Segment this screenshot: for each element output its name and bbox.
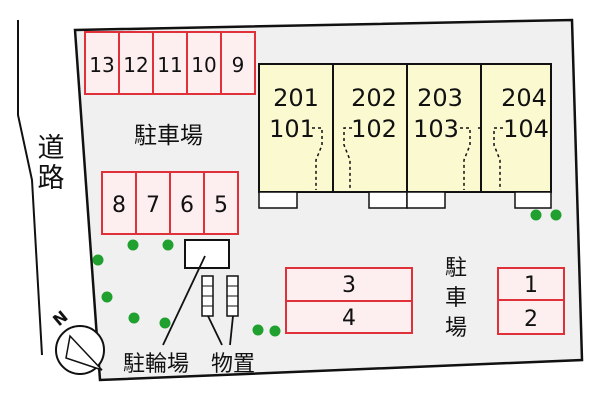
entrance (368, 191, 408, 209)
parking-space-7[interactable] (135, 171, 171, 235)
parking-number: 3 (342, 273, 356, 298)
tree (92, 254, 104, 266)
unit-number-upper: 203 (417, 84, 463, 112)
unit-number-lower: 104 (503, 115, 549, 143)
parking-space-9[interactable] (220, 31, 256, 95)
storage-leader (207, 315, 223, 346)
parking-number: 12 (123, 53, 148, 77)
parking-right: 1 2 (497, 267, 565, 335)
road-edge (17, 20, 43, 356)
parking-number: 13 (89, 53, 114, 77)
parking-space-2[interactable] (497, 299, 565, 335)
stair-line (312, 127, 323, 190)
parking-number: 2 (524, 307, 538, 332)
parking-space-1[interactable] (497, 267, 565, 301)
parking-space-13[interactable] (84, 31, 120, 95)
compass-north-label: N (49, 307, 71, 330)
storage-label: 物置 (211, 352, 256, 377)
compass: N (49, 307, 105, 375)
parking-space-11[interactable] (152, 31, 188, 95)
tree (159, 317, 171, 329)
parking-space-5[interactable] (203, 171, 239, 235)
parking-number: 8 (112, 193, 126, 218)
stair-line (343, 127, 352, 190)
tree (162, 239, 174, 251)
parking-space-4[interactable] (285, 300, 413, 334)
bike-parking-label: 駐輪場 (123, 352, 190, 377)
parking-space-6[interactable] (169, 171, 205, 235)
compass-needle-light (65, 334, 103, 371)
right-parking-label: 駐 車 場 (441, 254, 471, 344)
parking-number: 6 (180, 193, 194, 218)
unit-number-lower: 102 (351, 115, 397, 143)
tree (128, 312, 140, 324)
parking-center: 3 4 (285, 267, 413, 334)
parking-number: 4 (342, 306, 356, 331)
storage-leader (229, 315, 234, 346)
tree (101, 291, 113, 303)
road-label-char: 路 (37, 163, 65, 194)
parking-top-row: 13 12 11 10 9 (84, 31, 256, 95)
parking-number: 7 (146, 193, 160, 218)
right-parking-label-char: 場 (444, 316, 467, 341)
parking-space-12[interactable] (118, 31, 154, 95)
unit-number-upper: 202 (351, 84, 397, 112)
entrance (258, 191, 298, 209)
parking-bottom-row: 8 7 6 5 (101, 171, 239, 235)
entrance (514, 191, 552, 209)
right-parking-label-char: 駐 (444, 256, 467, 281)
tree (269, 325, 281, 337)
parking-space-3[interactable] (285, 267, 413, 302)
tree (550, 209, 562, 221)
road-label: 道 路 (34, 134, 68, 194)
entrance (406, 191, 446, 209)
apartment-building: 201 101 202 102 203 103 204 104 (258, 63, 552, 209)
stair-line (460, 127, 471, 190)
unit-number-lower: 101 (269, 115, 315, 143)
unit-number-upper: 201 (273, 84, 319, 112)
tree (252, 324, 264, 336)
main-parking-label: 駐車場 (134, 123, 203, 149)
unit-number-upper: 204 (501, 84, 547, 112)
parking-number: 10 (191, 53, 216, 77)
parking-number: 11 (157, 53, 182, 77)
trees (92, 209, 562, 337)
parking-number: 5 (214, 193, 228, 218)
road-label-char: 道 (37, 133, 65, 164)
tree (127, 239, 139, 251)
right-parking-label-char: 車 (444, 286, 467, 311)
stair-line (493, 127, 503, 190)
unit-number-lower: 103 (413, 115, 459, 143)
bike-parking-leader (162, 255, 206, 346)
tree (530, 209, 542, 221)
parking-number: 1 (524, 273, 538, 298)
parking-number: 9 (232, 53, 245, 77)
bike-parking-area[interactable] (184, 239, 230, 269)
